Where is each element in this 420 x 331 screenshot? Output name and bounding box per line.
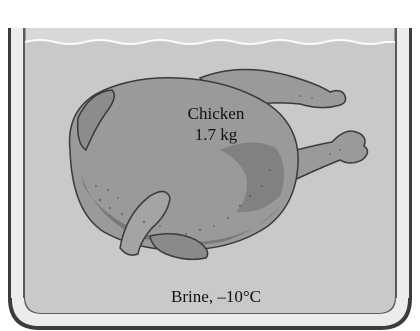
chicken-mass-label: 1.7 kg (195, 125, 238, 144)
tank-wall-left (11, 28, 23, 298)
brine-temperature-label: Brine, –10°C (171, 287, 261, 306)
tank-wall-right (397, 28, 409, 298)
chicken-name-label: Chicken (188, 104, 245, 123)
